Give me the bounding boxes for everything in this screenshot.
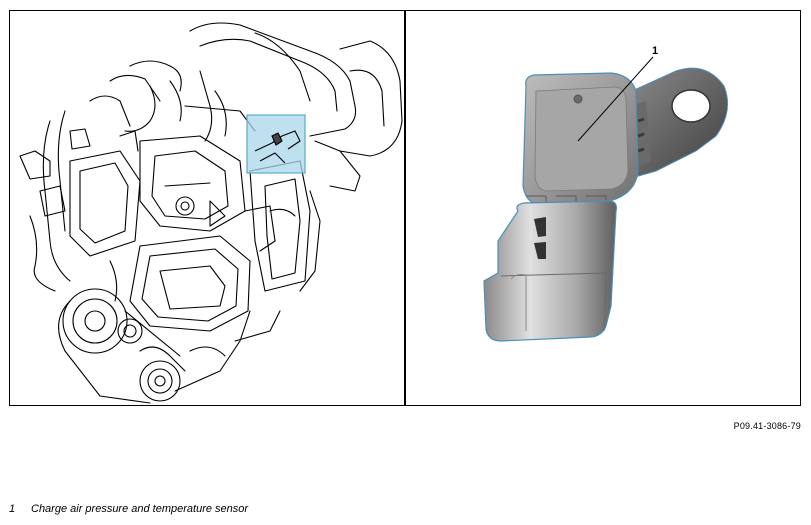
engine-view-panel — [10, 11, 404, 405]
callout-leader-line — [577, 56, 654, 142]
legend-number: 1 — [9, 503, 16, 515]
panel-divider — [404, 11, 406, 405]
sensor-drawing: 1 — [483, 45, 729, 342]
figure-code: P09.41-3086-79 — [733, 421, 801, 431]
callout-number: 1 — [652, 45, 658, 57]
sensor-detail-panel: 1 — [406, 11, 800, 405]
legend-text: Charge air pressure and temperature sens… — [31, 503, 249, 515]
illustration-frame: 1 — [9, 10, 801, 406]
engine-line-drawing — [19, 22, 403, 404]
legend-item: 1 Charge air pressure and temperature se… — [9, 503, 248, 515]
